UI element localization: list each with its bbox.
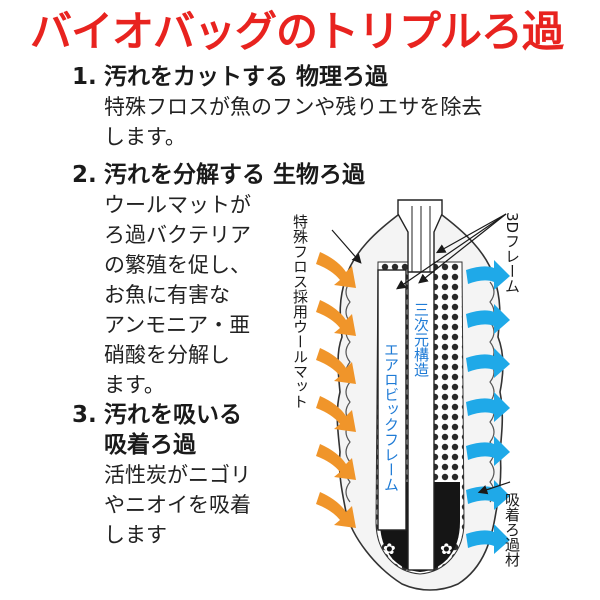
section-2-line: ます。 — [104, 373, 165, 397]
section-2-line: 硝酸を分解し — [104, 343, 230, 367]
section-2-line: ウールマットが — [104, 193, 251, 217]
section-2-title: 汚れを分解する 生物ろ過 — [104, 162, 366, 188]
outflow-arrows — [466, 260, 510, 554]
section-3-heading-2: 吸着ろ過 — [104, 432, 196, 458]
aerobic-frame — [377, 269, 407, 531]
section-3-line: 活性炭がニゴリ — [104, 463, 251, 487]
label-3d-frame: 3Dフレーム — [503, 212, 521, 293]
section-2-body: ウールマットが ろ過バクテリア の繁殖を促し、 お魚に有害な アンモニア・亜 硝… — [104, 190, 270, 400]
label-adsorbent: 吸着ろ過材 — [503, 492, 521, 567]
section-3-number: 3. — [72, 402, 97, 428]
three-d-structure — [407, 269, 435, 571]
section-1-title: 汚れをカットする 物理ろ過 — [104, 64, 389, 90]
section-3-heading: 3. 汚れを吸いる — [72, 400, 242, 430]
section-3-title: 汚れを吸いる — [104, 402, 242, 428]
section-2-line: の繁殖を促し、 — [104, 253, 251, 277]
section-1-body: 特殊フロスが魚のフンや残りエサを除去 します。 — [104, 92, 482, 152]
inflow-arrows — [316, 252, 356, 528]
section-2-line: お魚に有害な — [104, 283, 230, 307]
svg-text:✿: ✿ — [440, 540, 453, 558]
page-title: バイオバッグのトリプルろ過 — [30, 7, 564, 56]
section-1-heading: 1. 汚れをカットする 物理ろ過 — [72, 62, 388, 92]
label-aerobic-frame: エアロビックフレーム — [382, 342, 400, 492]
section-3-body: 活性炭がニゴリ やニオイを吸着 します — [104, 460, 251, 550]
section-2-number: 2. — [72, 162, 97, 188]
section-1-line: 特殊フロスが魚のフンや残りエサを除去 — [104, 95, 483, 119]
section-2-line: アンモニア・亜 — [104, 313, 251, 337]
section-1-number: 1. — [72, 64, 97, 90]
section-3-line: します — [104, 523, 167, 547]
svg-text:✿: ✿ — [383, 540, 396, 558]
section-3-line: やニオイを吸着 — [104, 493, 251, 517]
top-tube — [397, 199, 443, 273]
biobag-diagram: ✿ ✿ 特殊フロス採用ウールマット 3Dフレーム エアロビックフレー — [291, 199, 521, 591]
section-2-heading: 2. 汚れを分解する 生物ろ過 — [72, 160, 365, 190]
section-1-line: します。 — [104, 125, 186, 149]
label-3d-structure: 三次元構造 — [412, 302, 430, 378]
leader-lines — [331, 213, 511, 495]
section-2-line: ろ過バクテリア — [104, 223, 251, 247]
label-wool-mat: 特殊フロス採用ウールマット — [291, 214, 309, 409]
flower-icons: ✿ ✿ — [383, 540, 453, 558]
